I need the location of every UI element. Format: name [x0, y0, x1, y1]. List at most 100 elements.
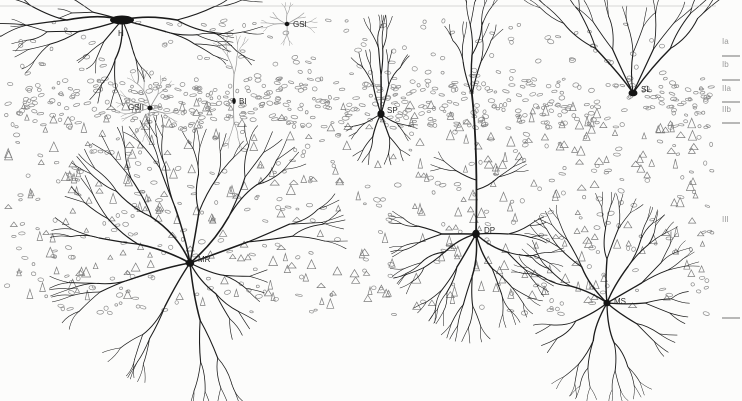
cell-body — [73, 89, 80, 93]
cell-body — [104, 306, 109, 311]
cell-body — [645, 95, 650, 98]
cell-body — [247, 89, 251, 92]
cell-body — [226, 65, 232, 68]
cell-body — [226, 250, 232, 253]
dendrite-segment — [381, 49, 383, 76]
dendrite-segment — [547, 229, 559, 247]
dendrite-segment — [667, 266, 686, 271]
cell-body — [298, 70, 303, 74]
cell-body — [16, 247, 21, 250]
dendrite-segment — [285, 3, 286, 8]
cell-body — [198, 115, 206, 120]
dendrite-segment — [282, 4, 285, 8]
cell-body — [210, 97, 213, 100]
pyramidal-cell-body — [676, 132, 685, 138]
cell-body — [33, 119, 38, 123]
cell-body — [20, 64, 24, 69]
neuron-sl — [523, 0, 738, 96]
dendrite-segment — [289, 41, 290, 46]
cell-body — [198, 239, 205, 244]
cell-body — [388, 274, 393, 278]
dendrite-segment — [229, 123, 234, 138]
dendrite-segment — [72, 12, 93, 13]
dendrite-segment — [238, 311, 256, 321]
dendrite-segment — [205, 392, 212, 401]
dendrite-segment — [242, 39, 248, 46]
cell-body — [206, 93, 210, 97]
dendrite-segment — [144, 123, 145, 134]
cell-body — [240, 50, 245, 53]
cell-body — [314, 309, 318, 311]
cell-body — [61, 307, 65, 312]
cell-body — [418, 111, 425, 116]
cell-body — [153, 112, 159, 116]
cell-body — [98, 150, 103, 153]
cell-body — [568, 104, 573, 107]
soma-dp — [472, 230, 480, 238]
cell-body — [283, 102, 290, 107]
cell-body — [537, 93, 543, 97]
cell-body — [128, 232, 134, 237]
cell-body — [685, 87, 692, 92]
dendrite-segment — [297, 13, 304, 18]
cell-body — [115, 304, 118, 306]
cell-body — [7, 82, 13, 86]
dendrite-segment — [470, 25, 472, 55]
cell-body — [213, 88, 218, 92]
cell-body — [691, 282, 695, 286]
cell-body — [32, 263, 35, 266]
pyramidal-cell-body — [250, 142, 258, 150]
cell-body — [89, 41, 96, 45]
cell-body — [378, 230, 383, 234]
dendrite-segment — [55, 218, 72, 230]
dendrite-segment — [409, 126, 417, 129]
cell-body — [440, 56, 445, 60]
dendrite-segment — [429, 308, 436, 320]
dendrite-segment — [349, 132, 357, 136]
cell-body — [168, 40, 173, 44]
cell-body — [561, 191, 565, 196]
dendrite-segment — [607, 303, 614, 342]
pyramidal-cell-body — [649, 160, 655, 167]
dendrite-segment — [322, 210, 340, 225]
dendrite-segment — [115, 20, 122, 59]
dendrite-segment — [427, 290, 443, 302]
dendrite-segment — [642, 271, 667, 283]
cell-body — [487, 89, 493, 93]
dendrite-segment — [550, 263, 563, 266]
cell-body — [151, 181, 158, 184]
pyramidal-cell-body — [500, 261, 509, 270]
dendrite-segment — [628, 367, 640, 382]
cell-body — [227, 32, 233, 36]
cell-body — [557, 312, 564, 316]
dendrite-segment — [219, 133, 220, 152]
dendrite-segment — [453, 41, 463, 63]
cell-body — [251, 93, 258, 97]
cell-body — [149, 84, 152, 88]
cell-body — [11, 122, 14, 126]
dendrite-segment — [77, 53, 89, 60]
pyramidal-cell-body — [382, 233, 388, 242]
cell-body — [210, 28, 216, 31]
dendrite-segment — [607, 230, 618, 259]
cell-body — [412, 120, 416, 122]
cell-body — [13, 133, 19, 137]
cell-body — [698, 124, 702, 128]
pyramidal-cell-body — [317, 283, 325, 287]
dendrite-segment — [457, 234, 476, 267]
cell-body — [502, 108, 506, 112]
dendrite-segment — [213, 55, 226, 64]
cell-body — [131, 215, 134, 218]
cell-body — [423, 20, 427, 24]
cell-body — [560, 302, 564, 306]
dendrite-segment — [499, 171, 516, 177]
cell-body — [699, 276, 705, 279]
dendrite-segment — [469, 327, 470, 343]
pyramidal-cell-body — [591, 234, 598, 240]
pyramidal-cell-body — [268, 280, 273, 289]
pyramidal-cell-body — [508, 289, 514, 298]
cell-body — [115, 224, 120, 227]
cell-body — [70, 117, 75, 121]
dendrite-segment — [609, 390, 613, 401]
